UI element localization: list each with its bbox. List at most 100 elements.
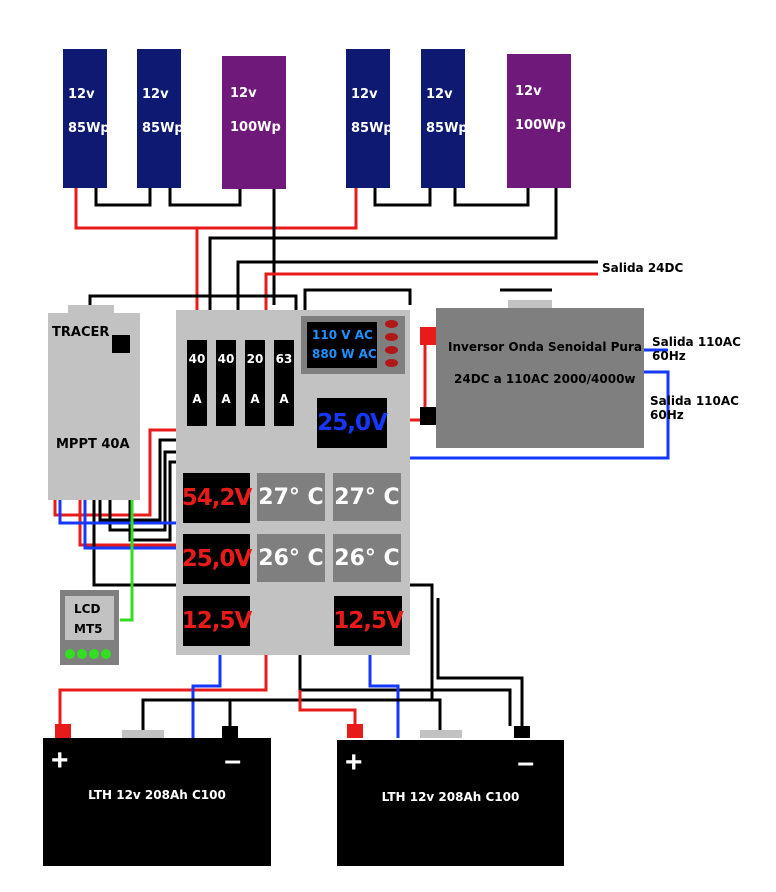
bat1-negative-terminal bbox=[222, 726, 238, 738]
wire-black-panels-a bbox=[94, 188, 152, 207]
output-ac2-label: Salida 110AC 60Hz bbox=[650, 394, 739, 422]
battery-1-minus: – bbox=[224, 744, 241, 777]
output-24dc-label: Salida 24DC bbox=[602, 261, 684, 275]
wire-black-panels-c bbox=[373, 188, 432, 207]
controller-model: MPPT 40A bbox=[56, 437, 130, 452]
breaker-4: 63 A bbox=[274, 340, 294, 426]
breaker-1-rating: 40 bbox=[188, 352, 206, 366]
lcd-led-4 bbox=[101, 649, 111, 659]
temp-display-1: 27° C bbox=[257, 473, 325, 521]
breaker-3-rating: 20 bbox=[246, 352, 264, 366]
controller-cap bbox=[68, 305, 114, 315]
controller-brand: TRACER bbox=[52, 325, 110, 340]
breaker-2-unit: A bbox=[221, 392, 231, 406]
inverter-line2: 24DC a 110AC 2000/4000w bbox=[454, 372, 636, 386]
breaker-3: 20 A bbox=[245, 340, 265, 426]
breaker-2-rating: 40 bbox=[217, 352, 235, 366]
bat1-positive-terminal bbox=[55, 724, 71, 738]
lcd-led-1 bbox=[65, 649, 75, 659]
bat1-cap bbox=[122, 730, 164, 738]
inverter-negative-terminal bbox=[420, 407, 436, 425]
lcd-screen bbox=[65, 596, 114, 640]
wire-blue-bat1 bbox=[191, 640, 222, 738]
breaker-1-unit: A bbox=[192, 392, 202, 406]
solar-panel-2: 12v 85Wp bbox=[137, 49, 184, 188]
wire-red-24dc bbox=[58, 272, 598, 726]
meter-led-1 bbox=[385, 320, 398, 328]
breaker-1: 40 A bbox=[187, 340, 207, 426]
panel-2-power: 85Wp bbox=[142, 121, 184, 136]
panel-2-voltage: 12v bbox=[142, 87, 169, 102]
lcd-line2: MT5 bbox=[74, 622, 103, 636]
battery-1-label: LTH 12v 208Ah C100 bbox=[88, 788, 226, 802]
temp-display-4: 26° C bbox=[333, 534, 401, 582]
lcd-led-2 bbox=[77, 649, 87, 659]
wire-black-neg-main bbox=[208, 188, 558, 340]
inverter: Inversor Onda Senoidal Pura 24DC a 110AC… bbox=[436, 308, 644, 448]
inverter-positive-terminal bbox=[420, 327, 436, 345]
lcd-module: LCD MT5 bbox=[60, 590, 119, 665]
panel-1-power: 85Wp bbox=[68, 121, 110, 136]
battery-2-minus: – bbox=[517, 746, 534, 779]
solar-panel-4: 12v 85Wp bbox=[346, 49, 393, 188]
wire-black-panels-b bbox=[168, 188, 242, 207]
panel-3-voltage: 12v bbox=[230, 86, 257, 101]
ac-voltage: 110 V AC bbox=[312, 328, 373, 342]
panel-6-power: 100Wp bbox=[515, 118, 566, 133]
panel-4-voltage: 12v bbox=[351, 87, 378, 102]
wire-black-24dc bbox=[236, 260, 598, 310]
solar-panel-1: 12v 85Wp bbox=[63, 49, 110, 188]
charge-controller: TRACER MPPT 40A bbox=[48, 313, 140, 500]
lcd-led-3 bbox=[89, 649, 99, 659]
wire-red-bat2 bbox=[298, 690, 357, 726]
wire-blue-bat2 bbox=[368, 640, 400, 738]
output-ac1-label: Salida 110AC 60Hz bbox=[652, 335, 741, 363]
battery-2: + – LTH 12v 208Ah C100 bbox=[337, 740, 564, 866]
bat2-negative-terminal bbox=[514, 726, 530, 738]
inverter-cap bbox=[508, 300, 552, 310]
breaker-2: 40 A bbox=[216, 340, 236, 426]
solar-panel-6: 12v 100Wp bbox=[507, 54, 571, 188]
dc-display-top: 25,0V bbox=[317, 398, 388, 448]
meter-led-2 bbox=[385, 333, 398, 341]
breaker-4-unit: A bbox=[279, 392, 289, 406]
panel-5-voltage: 12v bbox=[426, 87, 453, 102]
ac-meter-screen: 110 V AC 880 W AC bbox=[307, 322, 377, 368]
solar-panel-5: 12v 85Wp bbox=[421, 49, 468, 188]
wire-black-panels-d bbox=[453, 188, 530, 207]
battery-2-plus: + bbox=[345, 746, 363, 779]
breaker-4-rating: 63 bbox=[275, 352, 293, 366]
meter-led-3 bbox=[385, 346, 398, 354]
lcd-line1: LCD bbox=[74, 602, 101, 616]
solar-panel-3: 12v 100Wp bbox=[222, 56, 286, 189]
breaker-3-unit: A bbox=[250, 392, 260, 406]
panel-6-voltage: 12v bbox=[515, 84, 542, 99]
inverter-line1: Inversor Onda Senoidal Pura bbox=[448, 340, 642, 354]
temp-display-2: 27° C bbox=[333, 473, 401, 521]
bat2-cap bbox=[420, 730, 462, 738]
wire-red-panels-left bbox=[74, 188, 358, 230]
battery1-voltage-display: 12,5V bbox=[182, 596, 252, 646]
wire-black-bat-link bbox=[141, 698, 442, 738]
wire-black-bat2-neg bbox=[436, 598, 524, 726]
panel-3-power: 100Wp bbox=[230, 120, 281, 135]
battery2-voltage-display: 12,5V bbox=[333, 596, 404, 646]
battery-2-label: LTH 12v 208Ah C100 bbox=[381, 790, 520, 804]
wire-green-lcd bbox=[120, 500, 134, 622]
wire-black-top-b bbox=[303, 288, 412, 310]
bank-voltage-display: 25,0V bbox=[182, 534, 252, 584]
wire-black-top-a bbox=[88, 294, 298, 310]
panel-5-power: 85Wp bbox=[426, 121, 468, 136]
wire-blue-meter-2 bbox=[83, 500, 180, 550]
ac-meter: 110 V AC 880 W AC bbox=[301, 316, 405, 374]
battery-1-plus: + bbox=[51, 744, 69, 777]
main-voltage-display: 54,2V bbox=[182, 473, 252, 523]
meter-led-4 bbox=[385, 359, 398, 367]
panel-4-power: 85Wp bbox=[351, 121, 393, 136]
panel-1-voltage: 12v bbox=[68, 87, 95, 102]
bat2-positive-terminal bbox=[347, 724, 363, 738]
temp-display-3: 26° C bbox=[257, 534, 325, 582]
battery-1: + – LTH 12v 208Ah C100 bbox=[43, 738, 271, 866]
ac-power: 880 W AC bbox=[312, 347, 377, 361]
controller-indicator bbox=[112, 335, 130, 353]
